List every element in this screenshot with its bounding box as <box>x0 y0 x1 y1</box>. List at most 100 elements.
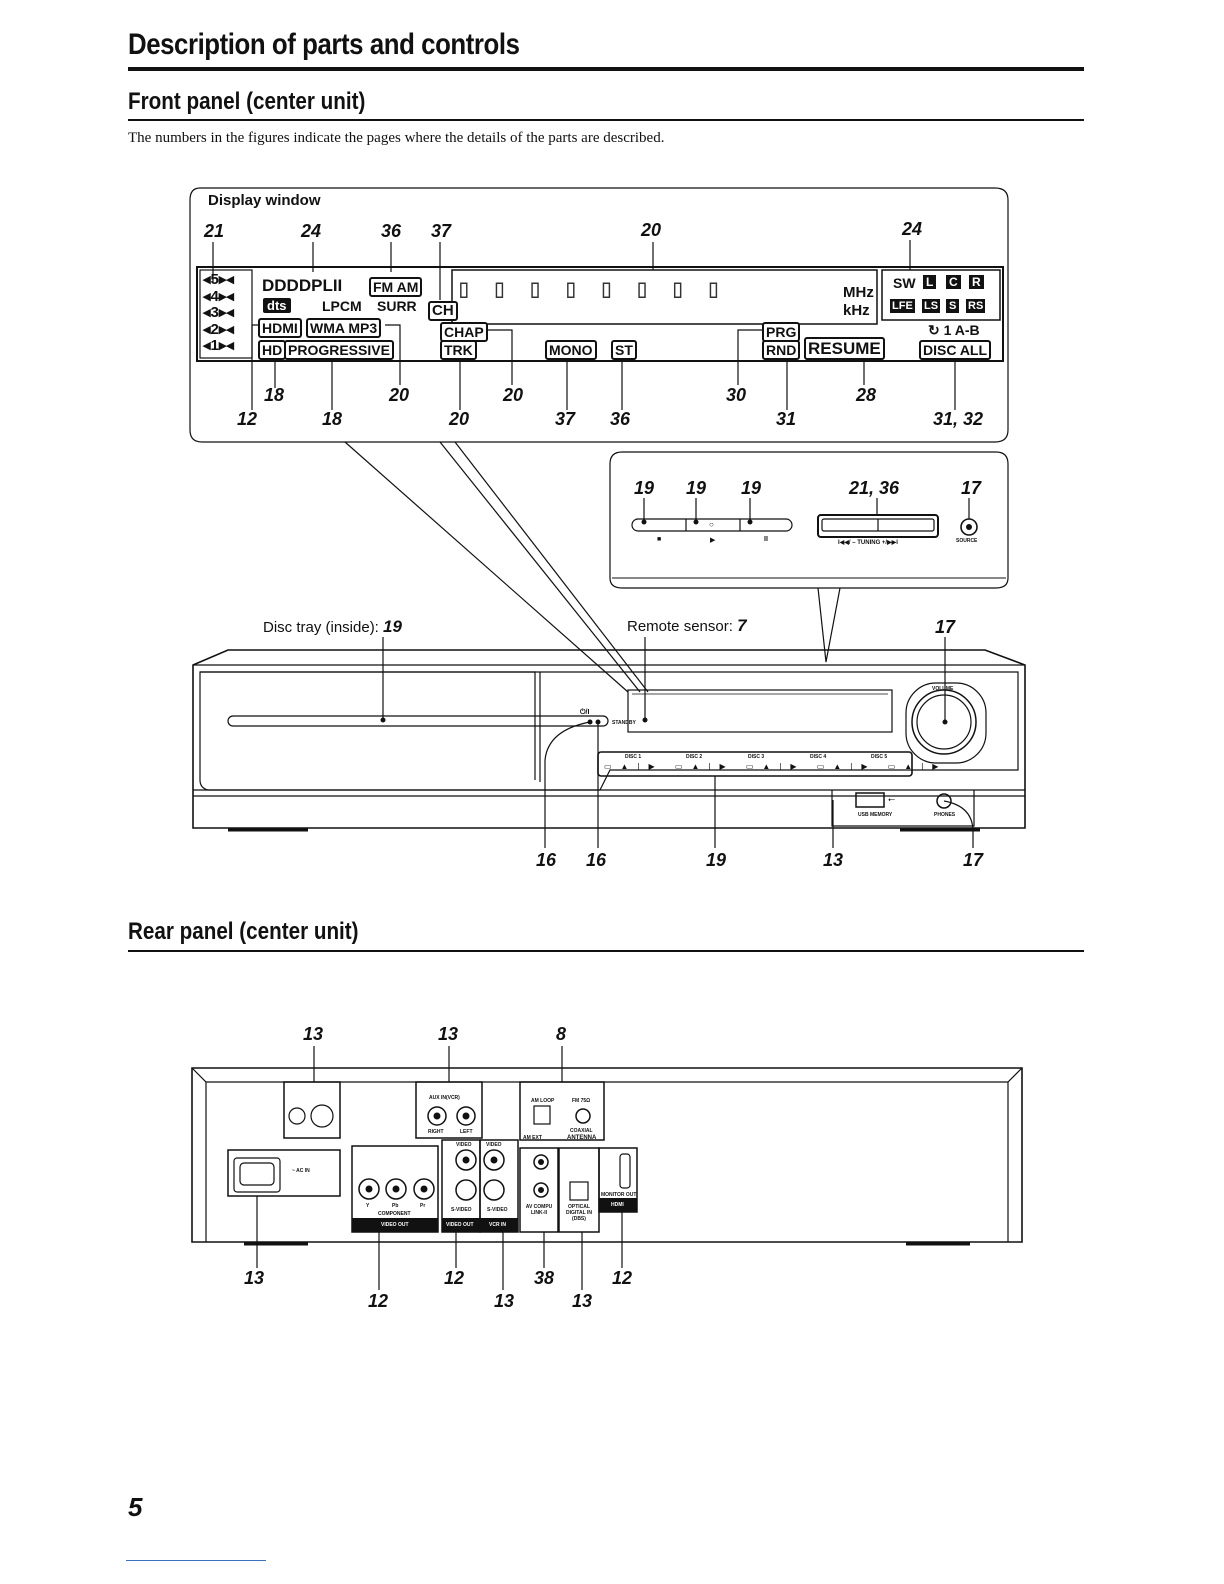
channel-2: 2 <box>210 320 219 338</box>
svideo-label: S-VIDEO <box>487 1207 508 1213</box>
lfe-indicator: LFE <box>890 299 915 313</box>
st-indicator: ST <box>611 340 637 360</box>
callout-number: 12 <box>444 1268 465 1288</box>
trk-indicator: TRK <box>440 340 477 360</box>
channel-4: 4 <box>210 287 219 305</box>
stop-icon: ■ <box>657 536 662 543</box>
video-label: VIDEO <box>486 1142 502 1148</box>
sw-indicator: SW <box>893 275 916 291</box>
callout-number: 18 <box>322 409 343 429</box>
callout-number: 19 <box>634 478 655 498</box>
callout-number: 13 <box>823 850 844 870</box>
remote-sensor-label: Remote sensor: 7 <box>627 616 747 635</box>
callout-number: 12 <box>368 1291 389 1311</box>
rear-heading-rule <box>128 950 1084 952</box>
rear-panel-heading: Rear panel (center unit) <box>128 918 359 945</box>
ch-indicator: CH <box>428 301 458 321</box>
disc-4-label: DISC 4 <box>810 754 827 760</box>
optical-label: OPTICAL DIGITAL IN (DBS) <box>566 1204 592 1222</box>
callout-number: 19 <box>741 478 762 498</box>
callout-number: 24 <box>902 219 923 239</box>
phones-label: PHONES <box>934 812 956 818</box>
fm-label: FM 75Ω <box>572 1098 591 1104</box>
callout-number: 30 <box>726 385 747 405</box>
disc-2-label: DISC 2 <box>686 754 703 760</box>
channel-indicators: ◂5▸◂ ◂4▸◂ ◂3▸◂ ◂2▸◂ ◂1▸◂ <box>203 271 234 354</box>
av-compu-link-label: AV COMPU LINK-II <box>525 1204 553 1216</box>
source-label: SOURCE <box>956 538 978 544</box>
callout-number: 31 <box>776 409 797 429</box>
surr-indicator: SURR <box>377 298 417 314</box>
display-window-title: Display window <box>208 192 321 209</box>
callout-number: 13 <box>494 1291 515 1311</box>
callout-number: 36 <box>381 221 402 241</box>
khz-indicator: kHz <box>843 302 870 319</box>
callout-number: 19 <box>686 478 707 498</box>
title-rule <box>128 67 1084 71</box>
callout-number: 13 <box>438 1024 459 1044</box>
c-indicator: C <box>946 275 961 289</box>
chap-indicator: CHAP <box>440 322 488 342</box>
svideo-label: S-VIDEO <box>451 1207 472 1213</box>
callout-number: 12 <box>237 409 258 429</box>
callout-number: 16 <box>536 850 557 870</box>
callout-number: 31, 32 <box>933 409 984 429</box>
disc-3-label: DISC 3 <box>748 754 765 760</box>
footer-line <box>126 1560 266 1561</box>
callout-number: 37 <box>431 221 452 241</box>
callout-number: 37 <box>555 409 576 429</box>
mhz-indicator: MHz <box>843 284 874 301</box>
component-label: COMPONENT <box>378 1211 411 1217</box>
aux-in-label: AUX IN(VCR) <box>429 1095 460 1101</box>
rnd-indicator: RND <box>762 340 801 360</box>
callout-number: 20 <box>389 385 410 405</box>
callout-number: 21, 36 <box>849 478 900 498</box>
dts-indicator: dts <box>263 298 291 313</box>
repeat-icon: ↻ <box>928 322 940 338</box>
disc-tray-label: Disc tray (inside): 19 <box>263 617 402 636</box>
dolby-indicator: DDDDPLII <box>262 276 343 295</box>
page-title: Description of parts and controls <box>128 28 520 61</box>
play-icon: ▶ <box>710 537 716 544</box>
callout-number: 16 <box>586 850 607 870</box>
repeat-indicator: ↻ 1 A-B <box>928 322 980 338</box>
disc-5-label: DISC 5 <box>871 754 888 760</box>
callout-number: 13 <box>572 1291 593 1311</box>
callout-number: 17 <box>961 478 982 498</box>
callout-number: 8 <box>556 1024 567 1044</box>
callout-number: 12 <box>612 1268 633 1288</box>
l-indicator: L <box>923 275 937 289</box>
disc-all-indicator: DISC ALL <box>919 340 992 360</box>
segment-display-icon: ▯▯▯▯▯▯▯▯ <box>456 274 742 304</box>
channel-3: 3 <box>210 304 219 321</box>
callout-number: 17 <box>963 850 984 870</box>
y-label: Y <box>366 1203 370 1209</box>
am-loop-label: AM LOOP <box>531 1098 555 1104</box>
r-indicator: R <box>969 275 984 289</box>
channel-5: 5 <box>210 271 219 288</box>
callout-number: 21 <box>204 221 225 241</box>
coaxial-label: COAXIAL <box>570 1128 593 1134</box>
wma-mp3-indicator: WMA MP3 <box>306 318 382 338</box>
disc-buttons-icon: ▭▲|▶ ▭▲|▶ ▭▲|▶ ▭▲|▶ ▭▲|▶ <box>604 762 948 771</box>
open-close-icon: ○ <box>709 520 714 529</box>
lpcm-indicator: LPCM <box>322 298 362 314</box>
usb-memory-label: USB MEMORY <box>858 812 893 818</box>
monitor-out-label: MONITOR OUT <box>601 1192 637 1198</box>
vcr-in-label: VCR IN <box>489 1222 506 1228</box>
intro-text: The numbers in the figures indicate the … <box>128 130 665 146</box>
usb-icon: ⭠ <box>888 794 896 804</box>
hdmi-label: HDMI <box>611 1202 624 1208</box>
prg-indicator: PRG <box>762 322 801 342</box>
video-out-label: VIDEO OUT <box>446 1222 474 1228</box>
rs-indicator: RS <box>966 299 986 313</box>
callout-number: 13 <box>303 1024 324 1044</box>
callout-number: 17 <box>935 617 956 637</box>
antenna-label: ANTENNA <box>567 1135 597 1141</box>
ac-in-label: ~ AC IN <box>292 1168 310 1174</box>
callout-number: 20 <box>449 409 470 429</box>
callout-number: 28 <box>856 385 877 405</box>
callout-number: 18 <box>264 385 285 405</box>
callout-number: 36 <box>610 409 631 429</box>
